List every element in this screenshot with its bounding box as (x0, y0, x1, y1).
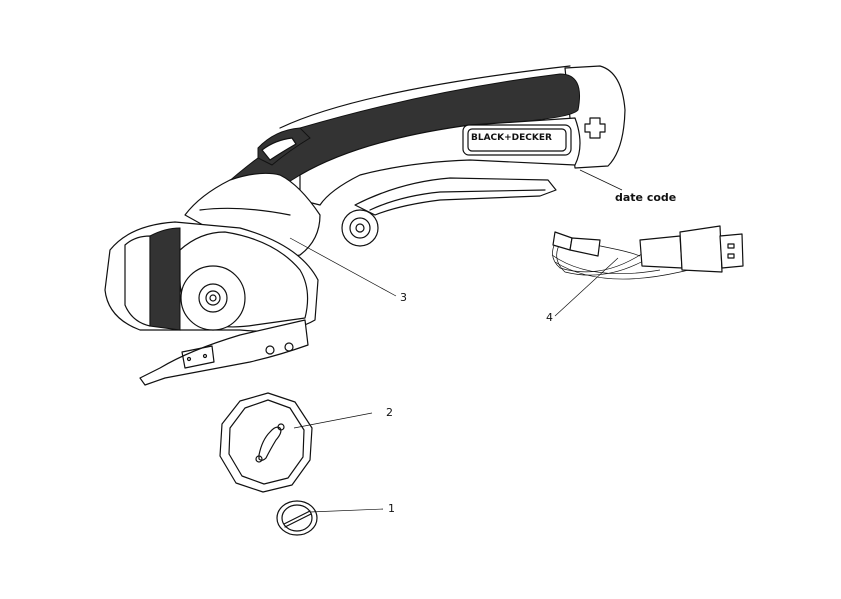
usb-cable (551, 225, 744, 280)
brand-logo-text: BLACK+DECKER (471, 133, 552, 143)
callout-3: 3 (400, 291, 407, 304)
callout-1: 1 (388, 502, 395, 515)
callout-4: 4 (546, 311, 553, 324)
retaining-cap (276, 500, 318, 536)
cutting-blade (219, 392, 313, 493)
date-code-label: date code (615, 191, 677, 204)
leader-lines (289, 169, 623, 513)
cutter-body (104, 65, 626, 386)
callout-2: 2 (386, 406, 393, 419)
